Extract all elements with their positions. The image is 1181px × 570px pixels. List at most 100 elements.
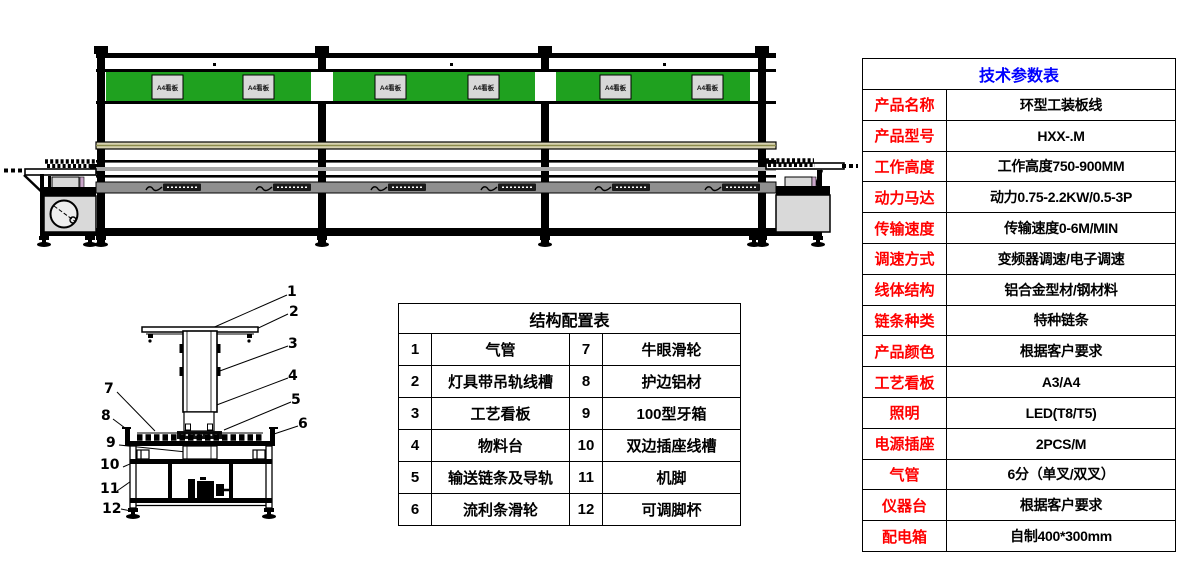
param-label: 产品颜色 <box>862 335 947 368</box>
param-label: 链条种类 <box>862 304 947 337</box>
param-label: 工艺看板 <box>862 366 947 398</box>
config-item-name: 护边铝材 <box>601 365 742 398</box>
kanban-sign-label: A4看板 <box>473 83 495 92</box>
config-item-name: 灯具带吊轨线槽 <box>431 365 570 398</box>
config-item-name: 100型牙箱 <box>601 397 742 430</box>
config-item-no: 9 <box>569 397 603 430</box>
svg-text:12: 12 <box>102 501 121 517</box>
light-panel-band <box>106 72 750 101</box>
param-value: 自制400*300mm <box>945 520 1177 552</box>
config-table-title: 结构配置表 <box>397 303 742 334</box>
workbench-top <box>122 427 278 446</box>
callout-numbers: 1 2 3 4 5 6 7 8 9 10 11 12 <box>100 284 308 517</box>
svg-text:10: 10 <box>100 457 120 473</box>
config-item-no: 3 <box>398 397 432 430</box>
beam-ticks <box>213 63 666 66</box>
param-value: 铝合金型材/钢材料 <box>945 273 1177 306</box>
config-item-name: 气管 <box>431 333 570 366</box>
adjustable-foot <box>83 236 97 247</box>
adjustable-foot <box>811 236 825 247</box>
param-value: 特种链条 <box>945 304 1177 337</box>
param-value: LED(T8/T5) <box>945 396 1177 429</box>
config-item-no: 8 <box>569 365 603 398</box>
adjustable-foot <box>315 236 329 247</box>
right-end-box <box>758 170 831 236</box>
profile-rail <box>95 141 777 150</box>
gear-motor <box>188 477 233 498</box>
svg-text:11: 11 <box>100 481 119 497</box>
config-item-name: 机脚 <box>601 461 742 494</box>
svg-text:9: 9 <box>106 435 116 451</box>
kanban-sign: A4看板 <box>691 74 724 100</box>
light-rail-bottom-line <box>96 101 776 104</box>
config-item-no: 1 <box>398 333 432 366</box>
config-item-no: 2 <box>398 365 432 398</box>
kanban-sign: A4看板 <box>151 74 184 100</box>
chain-tensioner-glyph <box>480 183 536 192</box>
param-label: 气管 <box>862 458 947 491</box>
top-beam <box>96 53 776 58</box>
param-value: 动力0.75-2.2KW/0.5-3P <box>945 181 1177 214</box>
kanban-sign: A4看板 <box>599 74 632 100</box>
chain-tensioner-glyph <box>704 183 760 192</box>
param-label: 电源插座 <box>862 427 947 460</box>
config-item-name: 工艺看板 <box>431 397 570 430</box>
param-value: A3/A4 <box>945 366 1177 398</box>
drive-sprocket <box>49 199 79 229</box>
param-value: 6分（单叉/双叉） <box>945 458 1177 491</box>
svg-text:2: 2 <box>289 304 299 320</box>
param-label: 产品名称 <box>862 89 947 121</box>
material-platform <box>183 411 215 432</box>
svg-text:4: 4 <box>288 368 298 384</box>
adjustable-foot <box>37 236 51 247</box>
param-label: 动力马达 <box>862 181 947 214</box>
param-value: 环型工装板线 <box>945 89 1177 121</box>
svg-text:8: 8 <box>101 408 111 424</box>
chain-glyphs <box>145 183 760 192</box>
kanban-sign: A4看板 <box>374 74 407 100</box>
svg-text:6: 6 <box>298 416 308 432</box>
chain-wrap-left <box>45 159 96 168</box>
chain-tensioner-glyph <box>370 183 426 192</box>
workbench-frame <box>129 445 273 509</box>
param-value: 根据客户要求 <box>945 335 1177 368</box>
config-item-name: 输送链条及导轨 <box>431 461 570 494</box>
config-item-no: 10 <box>569 429 603 462</box>
kanban-sign: A4看板 <box>242 74 275 100</box>
param-value: 变频器调速/电子调速 <box>945 242 1177 275</box>
svg-text:3: 3 <box>288 336 298 352</box>
config-item-name: 物料台 <box>431 429 570 462</box>
params-table-title: 技术参数表 <box>861 58 1177 90</box>
param-value: 传输速度0-6M/MIN <box>945 212 1177 244</box>
chain-tensioner-glyph <box>145 183 201 192</box>
param-value: HXX-.M <box>945 119 1177 152</box>
config-item-name: 牛眼滑轮 <box>601 333 742 366</box>
machine-feet <box>37 236 825 247</box>
config-item-no: 5 <box>398 461 432 494</box>
param-label: 产品型号 <box>862 119 947 152</box>
kanban-sign-label: A4看板 <box>248 83 270 92</box>
bottom-beam <box>96 228 776 236</box>
param-label: 传输速度 <box>862 212 947 244</box>
config-item-no: 7 <box>569 333 603 366</box>
adjustable-foot <box>747 236 761 247</box>
kanban-signs: A4看板 A4看板 A4看板 A4看板 A4看板 A4看板 <box>151 74 724 100</box>
config-item-no: 6 <box>398 493 432 526</box>
config-item-no: 4 <box>398 429 432 462</box>
config-item-name: 双边插座线槽 <box>601 429 742 462</box>
chain-tensioner-glyph <box>594 183 650 192</box>
param-value: 根据客户要求 <box>945 489 1177 522</box>
param-label: 工作高度 <box>862 150 947 183</box>
param-label: 线体结构 <box>862 273 947 306</box>
svg-text:5: 5 <box>291 392 301 408</box>
kanban-sign: A4看板 <box>467 74 500 100</box>
kanban-sign-label: A4看板 <box>605 83 627 92</box>
light-rail-top-line <box>96 69 776 72</box>
adjustable-foot <box>538 236 552 247</box>
chain-wrap-right <box>766 158 815 167</box>
